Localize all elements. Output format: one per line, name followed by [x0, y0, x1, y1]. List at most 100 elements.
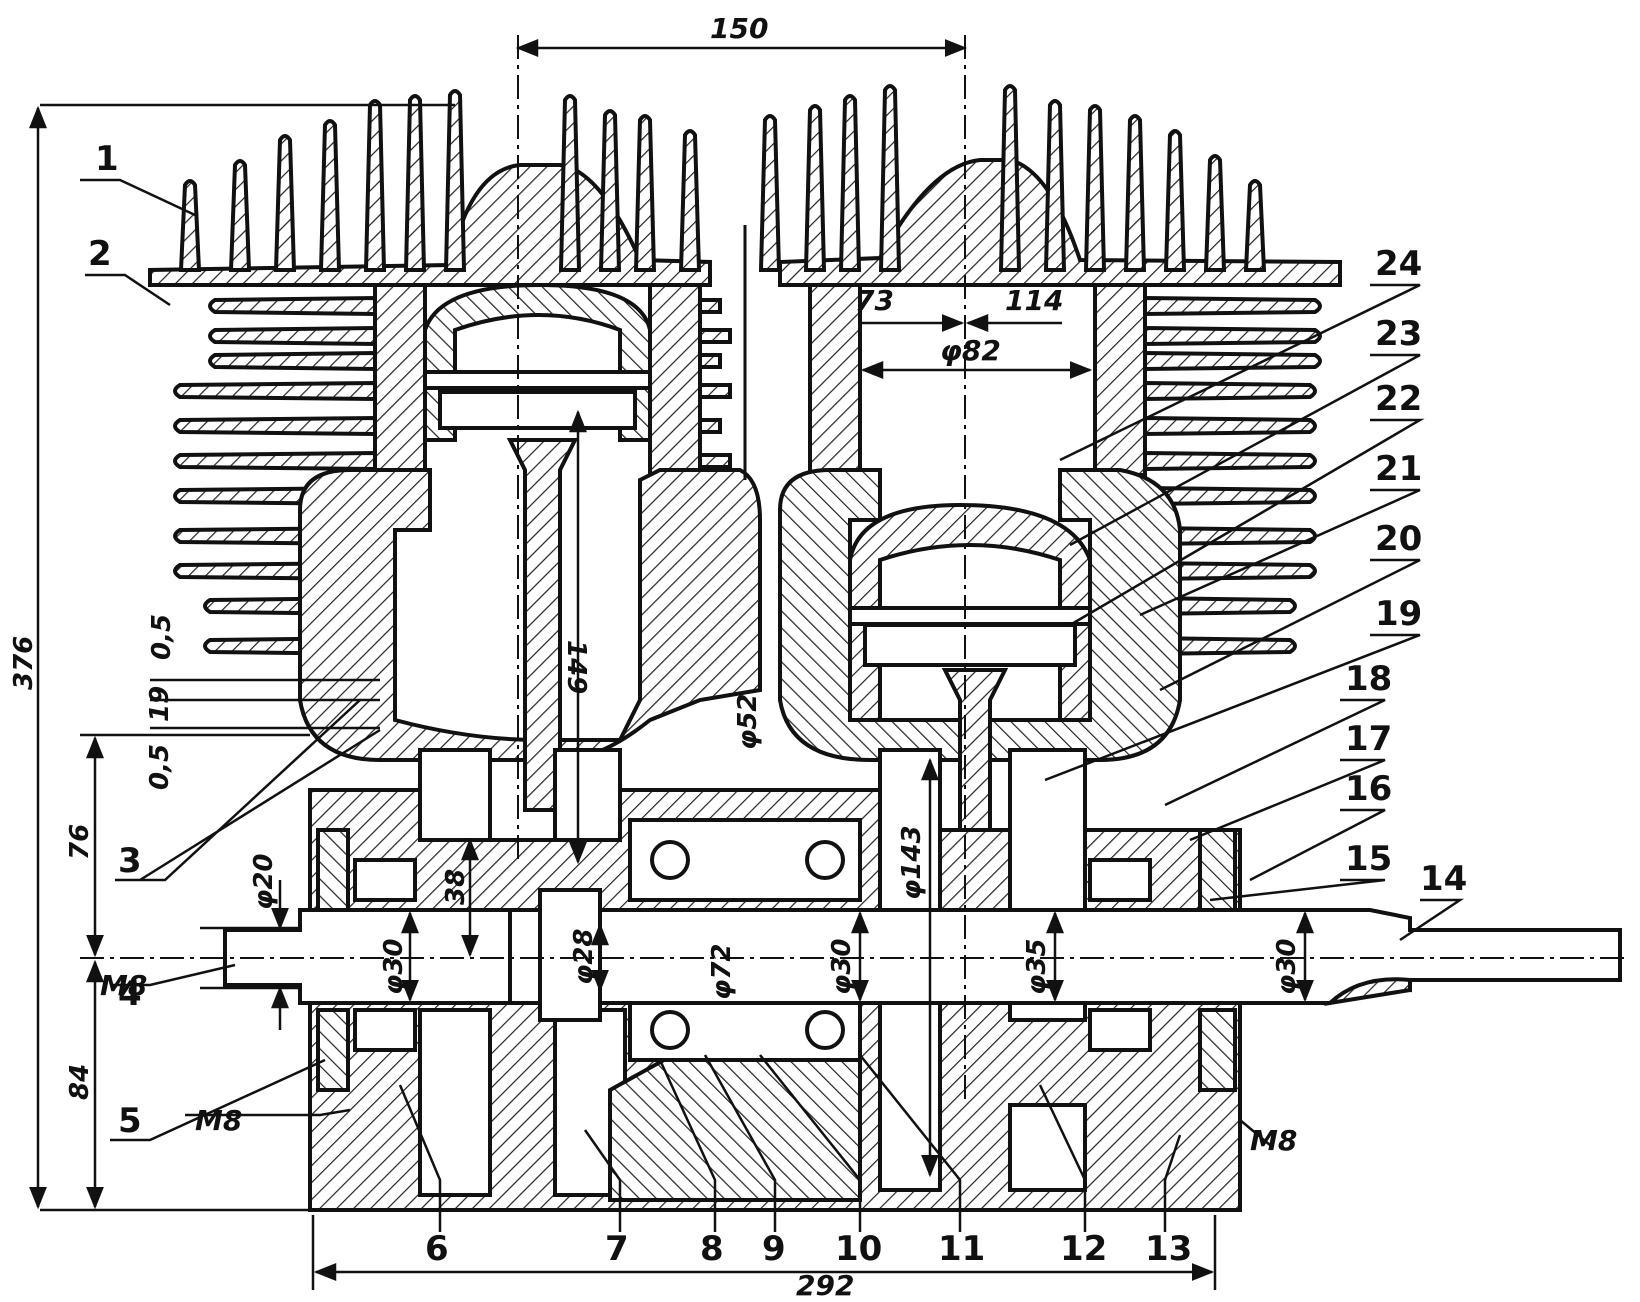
part-label-4: 4: [118, 974, 142, 1014]
part-label-10: 10: [835, 1229, 882, 1269]
barrel-fin-center: [698, 298, 722, 314]
dim-phi30-middle: φ30: [827, 938, 857, 995]
crankshaft: [223, 888, 1622, 1022]
part-label-13: 13: [1145, 1229, 1192, 1269]
part-label-1: 1: [95, 139, 119, 179]
head-fin: [758, 114, 782, 272]
dim-phi52: φ52: [733, 693, 763, 750]
dim-149: 149: [561, 640, 591, 694]
part-label-3: 3: [118, 841, 142, 881]
head-fin: [598, 109, 622, 272]
part-label-5: 5: [118, 1101, 142, 1141]
right-piston: [848, 502, 1092, 722]
dim-phi20: φ20: [249, 853, 279, 910]
part-label-6: 6: [425, 1229, 449, 1269]
dim-phi35: φ35: [1022, 938, 1052, 995]
part-number-labels: 1 2 3 4 5 6 7 8 9 10 11 12 13 14 15 16 1…: [88, 139, 1467, 1269]
barrel-fin-center: [698, 353, 722, 369]
dim-phi30-left: φ30: [379, 938, 409, 995]
part-label-15: 15: [1345, 839, 1392, 879]
head-fin: [998, 84, 1022, 272]
dim-m8-left: M8: [100, 969, 147, 1002]
head-fin: [838, 94, 862, 272]
head-fin: [1083, 104, 1107, 272]
dim-05-bottom: 0,5: [145, 744, 175, 790]
dim-phi143: φ143: [897, 825, 927, 900]
dim-73: 73: [855, 284, 894, 317]
part-label-20: 20: [1375, 519, 1422, 559]
dim-m8-bottom: M8: [195, 1104, 242, 1137]
head-fin: [273, 134, 297, 272]
barrel-fin-center: [698, 418, 722, 434]
dim-phi72: φ72: [707, 943, 737, 1000]
head-fin: [678, 129, 702, 272]
part-label-22: 22: [1375, 379, 1422, 419]
part-label-2: 2: [88, 234, 112, 274]
dimension-lines: [29, 39, 1314, 1290]
part-label-11: 11: [938, 1229, 985, 1269]
crankcase-housing: [298, 468, 1182, 762]
barrel-fin-right: [1143, 380, 1317, 402]
dim-phi28: φ28: [569, 928, 599, 985]
barrel-fin-right: [1143, 325, 1322, 347]
head-fin: [403, 94, 427, 272]
barrel-fin-left: [173, 415, 377, 437]
head-fin: [803, 104, 827, 272]
oil-seals: [316, 828, 1237, 1092]
head-fin: [443, 89, 467, 272]
dim-38: 38: [441, 869, 471, 905]
head-fin: [1203, 154, 1227, 272]
barrel-fin-right: [1143, 295, 1322, 317]
dim-114: 114: [1005, 284, 1063, 317]
head-fin: [1043, 99, 1067, 272]
barrel-fin-right: [1143, 450, 1317, 472]
part-label-12: 12: [1060, 1229, 1107, 1269]
part-label-14: 14: [1420, 859, 1467, 899]
dim-phi82: φ82: [940, 334, 1001, 367]
head-fin: [1243, 179, 1267, 272]
dim-292: 292: [796, 1269, 854, 1302]
left-piston: [423, 282, 652, 442]
part-label-17: 17: [1345, 719, 1392, 759]
head-cooling-fins: [178, 84, 1267, 272]
head-fin: [1163, 129, 1187, 272]
leader-lines: [80, 178, 1465, 1232]
barrel-fin-center: [698, 328, 732, 344]
barrel-fin-right: [1143, 595, 1297, 617]
barrel-fin-right: [1143, 350, 1322, 372]
head-fin: [1123, 114, 1147, 272]
barrel-fin-left: [208, 325, 377, 347]
head-fin: [318, 119, 342, 272]
head-fin: [363, 99, 387, 272]
part-label-9: 9: [762, 1229, 786, 1269]
part-label-24: 24: [1375, 244, 1422, 284]
dim-m8-right: M8: [1250, 1124, 1297, 1157]
head-fin: [633, 114, 657, 272]
dimension-labels: 150 292 73 114 φ82 M8 M8 M8 376 76 84 0,…: [9, 12, 1302, 1302]
part-label-7: 7: [605, 1229, 629, 1269]
part-label-21: 21: [1375, 449, 1422, 489]
part-label-18: 18: [1345, 659, 1392, 699]
head-fin: [558, 94, 582, 272]
dim-05-top: 0,5: [147, 614, 177, 660]
barrel-fin-center: [698, 453, 732, 469]
head-fin: [178, 179, 202, 272]
head-fin: [878, 84, 902, 272]
barrel-fin-left: [208, 350, 377, 372]
dim-150: 150: [710, 12, 768, 45]
dim-84: 84: [65, 1064, 95, 1100]
part-label-23: 23: [1375, 314, 1422, 354]
crank-webs: [418, 748, 1087, 1202]
barrel-fin-left: [173, 450, 377, 472]
part-label-16: 16: [1345, 769, 1392, 809]
dim-76: 76: [65, 824, 95, 860]
part-label-19: 19: [1375, 594, 1422, 634]
barrel-fin-right: [1143, 485, 1317, 507]
barrel-fin-left: [208, 295, 377, 317]
head-fin: [228, 159, 252, 272]
barrel-fin-right: [1143, 415, 1317, 437]
barrel-fin-left: [173, 380, 377, 402]
barrel-fin-center: [698, 383, 732, 399]
